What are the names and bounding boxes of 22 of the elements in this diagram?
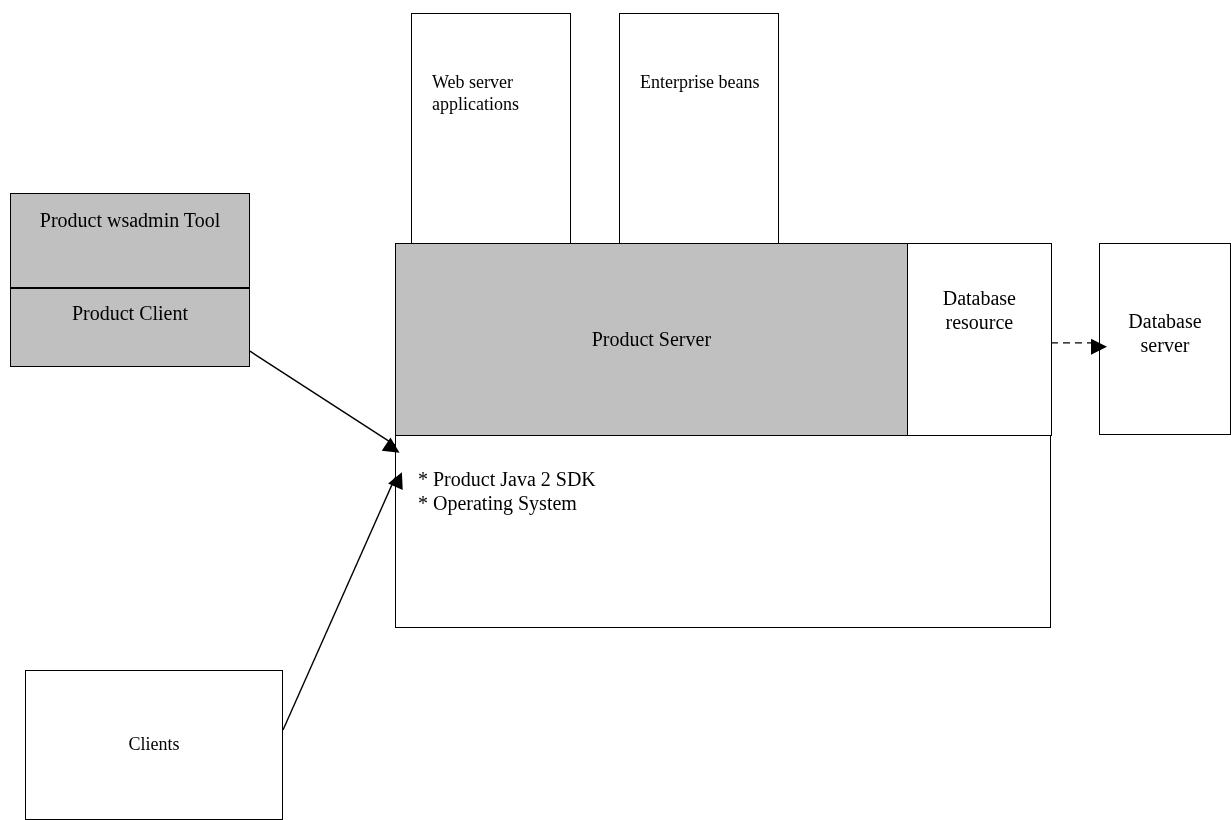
box-label: * Product Java 2 SDK: [418, 467, 596, 491]
box-label: Web server applications: [432, 72, 520, 116]
box-label: Product Client: [71, 301, 189, 325]
box-label: Database resource: [941, 285, 1017, 334]
box-label: Product wsadmin Tool: [39, 208, 221, 232]
shaded-box: [10, 193, 250, 288]
shaded-box: [394, 242, 908, 436]
text-box: [395, 243, 1051, 628]
box-label: Database server: [1127, 309, 1203, 357]
text-box: [25, 670, 283, 820]
text-box: [619, 13, 779, 243]
arrow: [249, 350, 400, 453]
box-label: * Operating System: [418, 491, 577, 515]
box-label: Enterprise beans: [640, 72, 760, 94]
arrow: [1050, 338, 1107, 355]
shaded-box: [10, 288, 250, 367]
box-label: Clients: [128, 734, 180, 756]
text-box: [411, 13, 571, 243]
arrow: [282, 472, 403, 731]
text-box: [1099, 243, 1231, 435]
text-box: [906, 242, 1052, 436]
box-label: Product Server: [591, 327, 712, 352]
